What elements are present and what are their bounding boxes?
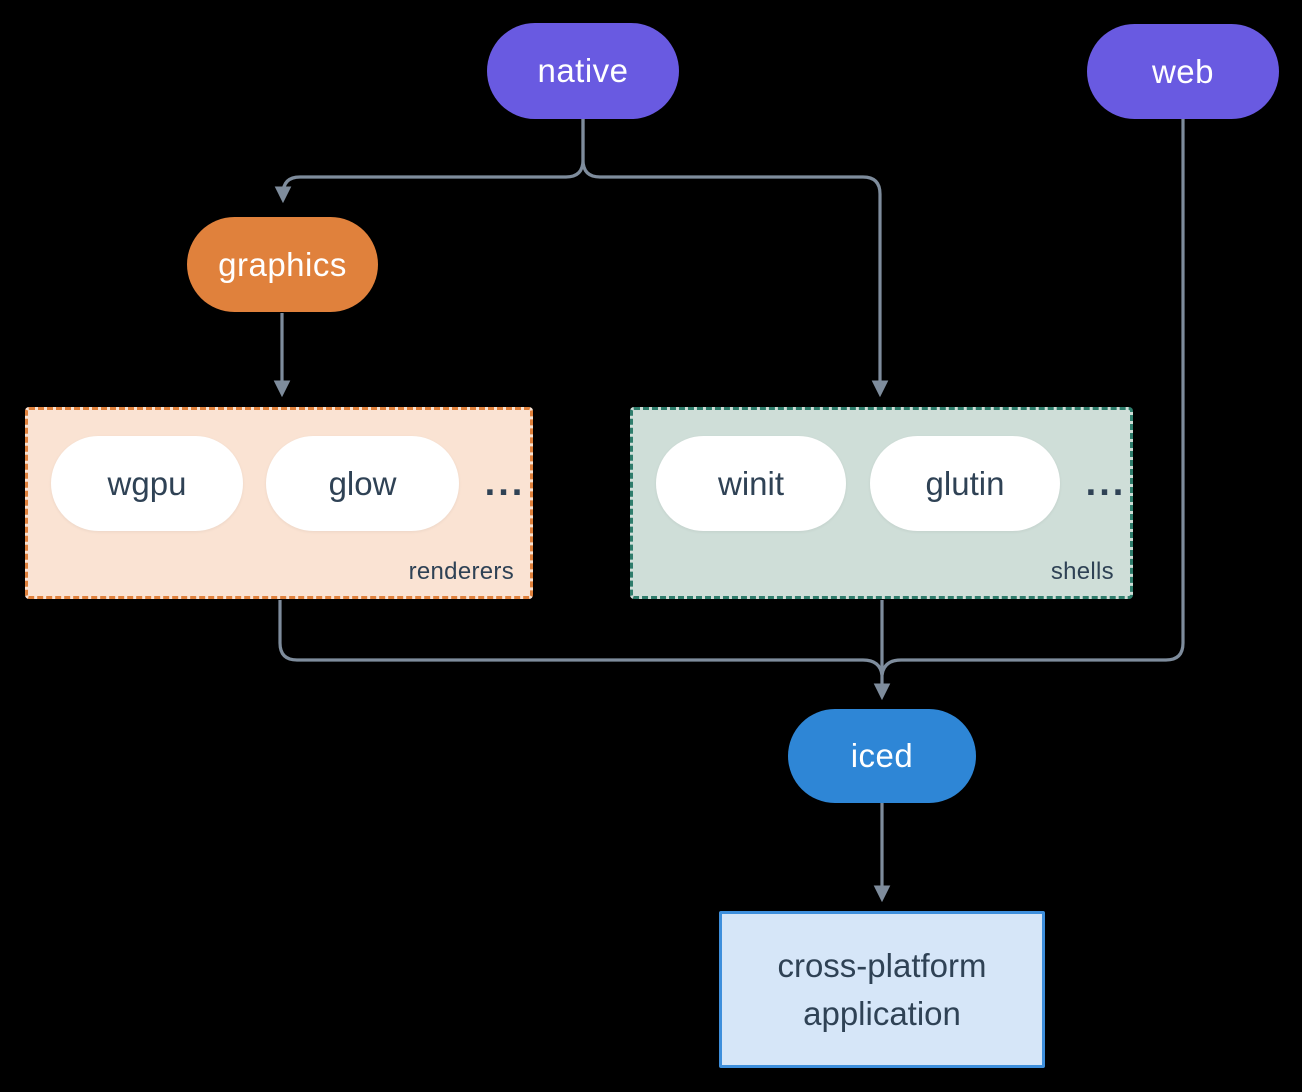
node-graphics-label: graphics (218, 245, 347, 283)
node-winit: winit (656, 436, 846, 531)
node-cross-platform-application: cross-platform application (719, 911, 1045, 1068)
renderers-ellipsis: ... (484, 462, 526, 504)
node-graphics: graphics (187, 217, 378, 312)
node-glutin-label: glutin (925, 464, 1005, 502)
edge-native-to-shells (581, 119, 889, 398)
node-glow: glow (266, 436, 459, 531)
node-iced: iced (788, 709, 976, 803)
shells-group-label: shells (1050, 558, 1114, 585)
group-renderers: wgpu glow ... renderers (25, 407, 533, 599)
node-wgpu: wgpu (51, 436, 243, 531)
application-label: cross-platform application (777, 946, 987, 1032)
edge-renderers-to-iced (278, 600, 884, 676)
node-glutin: glutin (870, 436, 1060, 531)
shells-ellipsis: ... (1085, 462, 1127, 504)
node-winit-label: winit (717, 464, 785, 502)
node-wgpu-label: wgpu (107, 464, 187, 502)
node-web-label: web (1151, 52, 1215, 90)
group-shells: winit glutin ... shells (630, 407, 1133, 599)
edge-web-to-iced (880, 119, 1185, 676)
renderers-group-label: renderers (408, 558, 514, 585)
node-web: web (1087, 24, 1279, 119)
node-glow-label: glow (328, 464, 397, 502)
node-native: native (487, 23, 679, 119)
node-iced-label: iced (850, 737, 914, 774)
edge-native-to-graphics (274, 119, 585, 204)
node-native-label: native (537, 52, 629, 89)
